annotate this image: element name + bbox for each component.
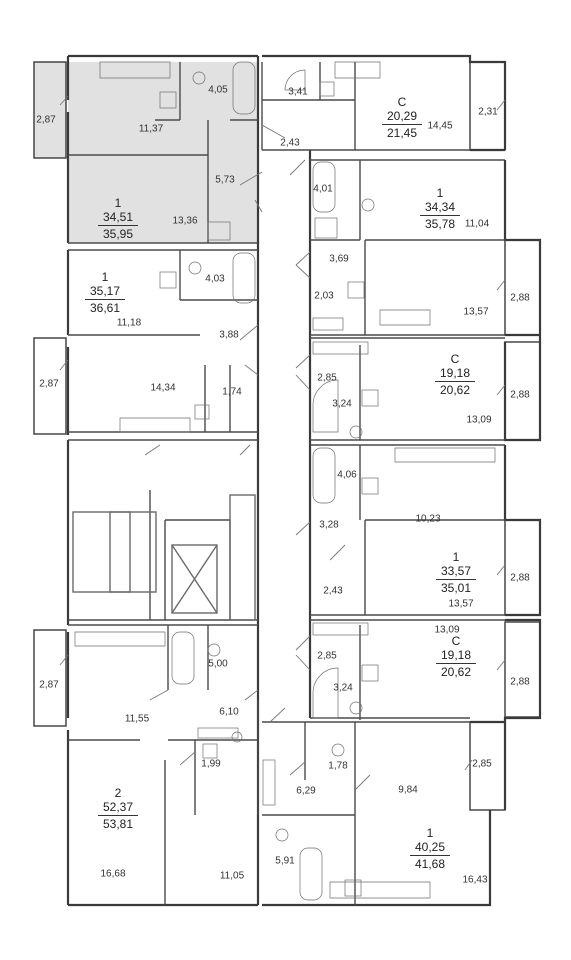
- room-area: 11,18: [116, 317, 142, 329]
- room-area: 11,37: [138, 123, 164, 135]
- room-area: 14,34: [150, 382, 176, 394]
- apartment-label: С 19,18 20,62: [435, 352, 475, 397]
- room-area: 4,01: [313, 183, 333, 195]
- room-area: 14,45: [427, 120, 453, 132]
- room-area: 3,28: [319, 519, 339, 531]
- room-area: 2,87: [39, 378, 59, 390]
- room-area: 2,31: [478, 106, 498, 118]
- apartment-living-area: 34,34: [424, 200, 456, 214]
- room-area: 4,05: [208, 84, 228, 96]
- apartment-label: 1 33,57 35,01: [436, 550, 476, 595]
- room-area: 3,24: [333, 682, 353, 694]
- room-area: 3,88: [219, 329, 239, 341]
- room-area: 13,09: [434, 624, 460, 636]
- room-area: 4,06: [337, 469, 357, 481]
- apartment-living-area: 52,37: [102, 800, 134, 814]
- room-area: 3,24: [332, 398, 352, 410]
- room-area: 2,87: [39, 679, 59, 691]
- room-area: 13,57: [448, 598, 474, 610]
- interior-walls: [68, 62, 505, 905]
- apartment-label: С 20,29 21,45: [382, 95, 422, 140]
- apartment-living-area: 19,18: [439, 366, 471, 380]
- highlighted-balcony-fill: [34, 62, 66, 158]
- room-area: 2,43: [280, 137, 300, 149]
- room-area: 11,55: [124, 713, 150, 725]
- room-area: 2,85: [472, 758, 492, 770]
- room-area: 1,78: [328, 760, 348, 772]
- room-area: 6,29: [296, 785, 316, 797]
- room-area: 10,23: [415, 513, 441, 525]
- apartment-type: С: [450, 352, 460, 366]
- room-area: 13,57: [463, 306, 489, 318]
- highlighted-apartment-fill: [68, 62, 258, 243]
- room-area: 2,88: [510, 292, 530, 304]
- apartment-total-area: 35,95: [102, 227, 134, 241]
- apartment-total-area: 21,45: [386, 126, 418, 140]
- room-area: 3,41: [288, 86, 308, 98]
- apartment-label: 2 52,37 53,81: [98, 786, 138, 831]
- room-area: 2,88: [510, 676, 530, 688]
- balconies: [33, 61, 541, 811]
- room-area: 11,04: [464, 218, 490, 230]
- room-area: 1,74: [222, 386, 242, 398]
- doors: [59, 95, 506, 791]
- room-area: 2,85: [317, 650, 337, 662]
- apartment-living-area: 19,18: [440, 648, 472, 662]
- apartment-living-area: 33,57: [440, 564, 472, 578]
- room-area: 2,43: [323, 585, 343, 597]
- apartment-label: 1 40,25 41,68: [410, 826, 450, 871]
- apartment-living-area: 35,17: [89, 284, 121, 298]
- room-area: 13,09: [466, 414, 492, 426]
- room-area: 11,05: [219, 870, 245, 882]
- room-area: 4,03: [205, 273, 225, 285]
- apartment-type: 1: [426, 826, 434, 840]
- room-area: 2,03: [314, 290, 334, 302]
- apartment-type: 1: [452, 550, 460, 564]
- room-area: 2,85: [317, 372, 337, 384]
- room-area: 5,00: [208, 658, 228, 670]
- apartment-total-area: 53,81: [102, 817, 134, 831]
- room-area: 2,87: [36, 114, 56, 126]
- room-area: 1,99: [201, 758, 221, 770]
- fixtures: [74, 61, 496, 901]
- apartment-living-area: 20,29: [386, 109, 418, 123]
- apartment-label: 1 34,34 35,78: [420, 186, 460, 231]
- apartment-type: С: [397, 95, 407, 109]
- apartment-total-area: 20,62: [439, 383, 471, 397]
- apartment-total-area: 41,68: [414, 857, 446, 871]
- apartment-total-area: 36,61: [89, 301, 121, 315]
- room-area: 2,88: [510, 572, 530, 584]
- apartment-type: 2: [114, 786, 122, 800]
- apartment-living-area: 34,51: [102, 210, 134, 224]
- apartment-living-area: 40,25: [414, 840, 446, 854]
- apartment-type: 1: [436, 186, 444, 200]
- apartment-label: 1 35,17 36,61: [85, 270, 125, 315]
- apartment-type: 1: [114, 196, 122, 210]
- room-area: 13,36: [172, 215, 198, 227]
- apartment-total-area: 20,62: [440, 665, 472, 679]
- apartment-total-area: 35,01: [440, 581, 472, 595]
- apartment-type: С: [451, 634, 461, 648]
- apartment-label: 1 34,51 35,95: [98, 196, 138, 241]
- room-area: 16,43: [462, 874, 488, 886]
- room-area: 9,84: [398, 784, 418, 796]
- apartment-type: 1: [101, 270, 109, 284]
- apartment-total-area: 35,78: [424, 217, 456, 231]
- room-area: 16,68: [100, 868, 126, 880]
- room-area: 3,69: [329, 253, 349, 265]
- room-area: 2,88: [510, 389, 530, 401]
- apartment-label: С 19,18 20,62: [436, 634, 476, 679]
- room-area: 5,73: [215, 174, 235, 186]
- room-area: 6,10: [219, 706, 239, 718]
- room-area: 5,91: [275, 855, 295, 867]
